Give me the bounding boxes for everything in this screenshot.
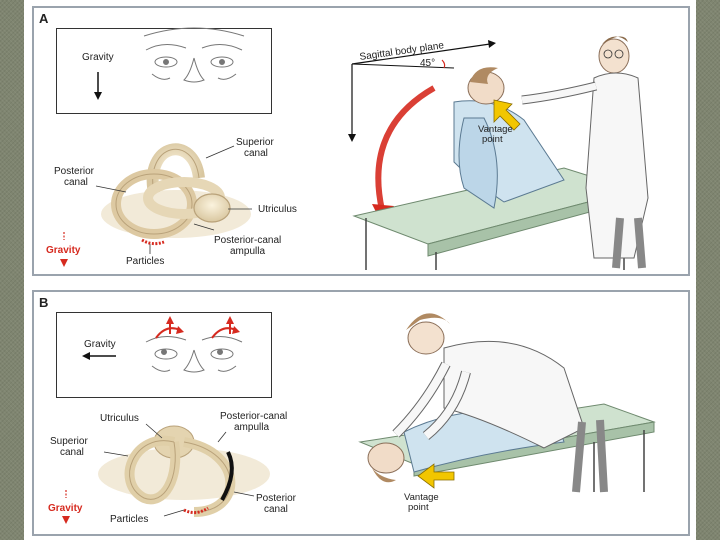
panel-a-posterior-canal-label-2: canal — [64, 177, 88, 188]
panel-a-labyrinth — [101, 143, 251, 246]
panel-a-vantage-label-2: point — [482, 134, 503, 145]
panel-b-vantage-arrow — [417, 463, 455, 489]
panel-b-illustration: Gravity U — [48, 313, 656, 525]
panel-b-letter: B — [39, 295, 49, 310]
panel-b-vantage-label-2: point — [408, 502, 429, 513]
panel-a-ampulla-label-1: Posterior-canal — [214, 235, 281, 246]
panel-b-posterior-canal-label-2: canal — [264, 504, 288, 515]
panel-a-gravity-red-label: Gravity — [46, 245, 81, 256]
panel-b-ampulla-label-1: Posterior-canal — [220, 411, 287, 422]
panel-b-superior-canal-label-2: canal — [60, 447, 84, 458]
panel-b-utriculus-label: Utriculus — [100, 413, 139, 424]
panel-b-nystagmus-arrows — [155, 316, 240, 339]
panel-a-gravity-red: Gravity — [46, 232, 81, 267]
panel-a-ampulla-label-2: ampulla — [230, 246, 265, 257]
panel-a-leader-lines — [95, 145, 252, 254]
panel-a-angle-label: 45° — [420, 58, 435, 69]
panel-b-doctor — [392, 313, 608, 493]
panel-a-superior-canal-label-2: canal — [244, 148, 268, 159]
panel-a-posterior-canal-label-1: Posterior — [54, 166, 95, 177]
panel-a-gravity-down-arrow — [94, 72, 102, 100]
panel-b-gravity-red: Gravity — [48, 490, 83, 524]
panel-a-particles-label: Particles — [126, 256, 164, 267]
panel-b-particles-label: Particles — [110, 514, 148, 525]
panel-a-face-sketch — [143, 27, 245, 83]
panel-b-leader-lines — [103, 423, 255, 517]
panel-b: B Gravity — [32, 290, 690, 536]
panel-b-posterior-canal-label-1: Posterior — [256, 493, 297, 504]
panel-a-patient — [453, 67, 565, 209]
panel-a-doctor — [521, 36, 649, 269]
panel-b-gravity-left-arrow — [82, 352, 116, 360]
panel-b-face-sketch — [145, 336, 243, 373]
panel-a-face-gravity-label: Gravity — [82, 52, 114, 63]
panel-b-gravity-red-label: Gravity — [48, 503, 83, 514]
panel-b-ampulla-label-2: ampulla — [234, 422, 269, 433]
slide: A — [24, 0, 696, 540]
panel-b-vantage-label-1: Vantage — [404, 492, 439, 503]
panel-a-superior-canal-label-1: Superior — [236, 137, 274, 148]
panel-a-face-box — [56, 28, 272, 114]
panel-b-face-gravity-label: Gravity — [84, 339, 116, 350]
panel-a-utriculus-label: Utriculus — [258, 204, 297, 215]
panel-a-vantage-label-1: Vantage — [478, 124, 513, 135]
panel-b-superior-canal-label-1: Superior — [50, 436, 88, 447]
panel-a-letter: A — [39, 11, 49, 26]
panel-a-vantage-arrow — [493, 99, 521, 131]
panel-b-labyrinth — [98, 425, 270, 517]
panel-a: A — [32, 6, 690, 276]
panel-a-illustration: Gravity S — [46, 27, 649, 270]
